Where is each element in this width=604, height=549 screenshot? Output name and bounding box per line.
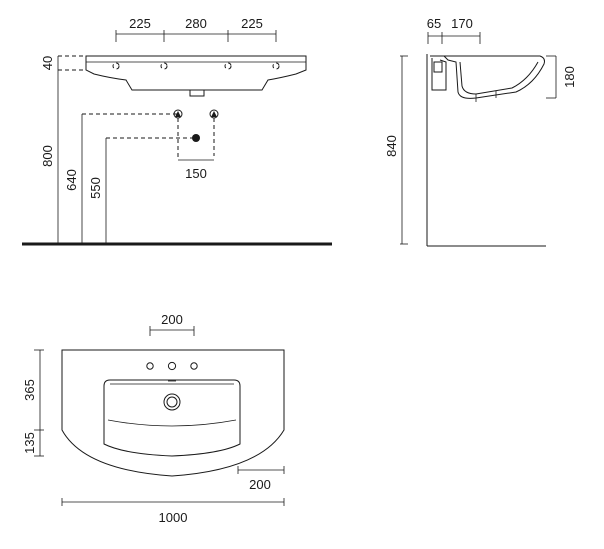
dim-640: 640 [64, 169, 79, 191]
tap-hole [224, 62, 232, 70]
drain-stub [189, 90, 205, 97]
front-view: 225 280 225 40 800 640 550 [22, 16, 332, 246]
dim-280: 280 [185, 16, 207, 31]
dim-550: 550 [88, 177, 103, 199]
dim-135: 135 [22, 432, 37, 454]
side-view: 65 170 180 840 [384, 16, 577, 247]
basin-plan-bowl [103, 379, 241, 457]
tap-hole [112, 62, 120, 70]
tap-hole-right [190, 362, 198, 370]
dim-180: 180 [562, 66, 577, 88]
basin-side-outer [430, 55, 545, 99]
fixing-detail [433, 61, 443, 73]
tap-connector-right [209, 109, 219, 119]
dim-150: 150 [185, 166, 207, 181]
basin-plan-outline [61, 349, 285, 477]
dim-800: 800 [40, 145, 55, 167]
drain-inner [166, 396, 178, 408]
plan-view: 200 365 135 200 1000 [22, 312, 285, 525]
drain-outer [163, 393, 181, 411]
dim-200-top: 200 [161, 312, 183, 327]
tap-hole-left [146, 362, 154, 370]
basin-front-outline [85, 55, 307, 91]
dim-65: 65 [427, 16, 441, 31]
dim-225-right: 225 [241, 16, 263, 31]
dim-225-left: 225 [129, 16, 151, 31]
dim-200-bottom: 200 [249, 477, 271, 492]
dim-365: 365 [22, 379, 37, 401]
tap-hole-center [167, 361, 177, 371]
dim-840: 840 [384, 135, 399, 157]
dim-1000: 1000 [159, 510, 188, 525]
dim-170: 170 [451, 16, 473, 31]
mount-bracket [431, 58, 447, 91]
tap-hole [160, 62, 168, 70]
drain-point [192, 134, 200, 142]
dim-40: 40 [40, 56, 55, 70]
basin-side-inner [459, 61, 539, 95]
bowl-edge [107, 419, 237, 427]
tap-hole [272, 62, 280, 70]
